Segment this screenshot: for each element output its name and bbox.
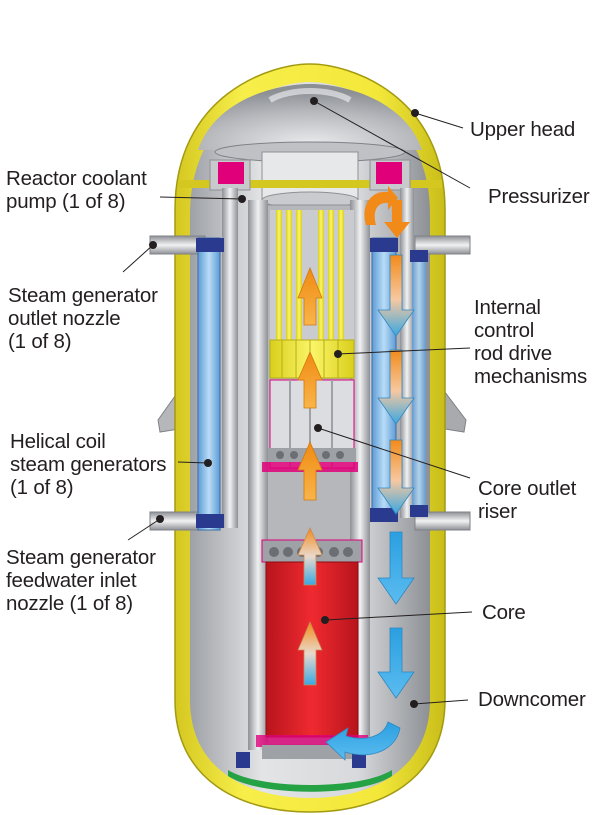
label-line: control — [474, 319, 535, 342]
label-line: Core outlet — [478, 477, 577, 500]
label-downcomer: Downcomer — [478, 688, 586, 711]
label-sg-outlet-nozzle: Steam generator outlet nozzle (1 of 8) — [8, 284, 158, 353]
label-line: outlet nozzle — [8, 307, 121, 330]
control-rod-drive-mechanisms — [269, 210, 355, 379]
pump-flow-arrows — [364, 186, 410, 238]
label-line: Steam generator — [8, 284, 158, 307]
helical-coil-sg-left — [197, 237, 221, 531]
reactor-coolant-pump-right — [376, 162, 402, 184]
label-helical-coil-sg: Helical coil steam generators (1 of 8) — [10, 430, 167, 499]
label-line: feedwater inlet — [6, 569, 137, 592]
label-line: rod drive — [474, 342, 552, 365]
label-line: (1 of 8) — [8, 330, 72, 353]
label-internal-crdm: Internal control rod drive mechanisms — [474, 296, 587, 388]
label-line: nozzle (1 of 8) — [6, 592, 133, 615]
leader-lines — [122, 100, 473, 705]
leader-dots — [149, 97, 419, 708]
pump-shaft-right — [400, 188, 414, 518]
label-line: mechanisms — [474, 365, 588, 388]
lower-plate — [228, 770, 392, 792]
label-line: Helical coil — [10, 430, 106, 453]
label-core-outlet-riser: Core outlet riser — [478, 477, 576, 523]
label-reactor-coolant-pump: Reactor coolant pump (1 of 8) — [6, 167, 147, 213]
label-line: (1 of 8) — [10, 476, 74, 499]
label-line: Steam generator — [6, 546, 156, 569]
label-sg-feedwater-inlet: Steam generator feedwater inlet nozzle (… — [6, 546, 156, 615]
reactor-coolant-pump-left — [218, 162, 244, 184]
label-line: Reactor coolant — [6, 167, 147, 190]
label-line: steam generators — [10, 453, 167, 476]
label-upper-head: Upper head — [470, 118, 576, 141]
label-core: Core — [482, 601, 526, 624]
label-line: Internal — [474, 296, 541, 319]
cold-flow-arrows — [325, 254, 415, 761]
hot-flow-arrows — [297, 266, 323, 686]
label-line: pump (1 of 8) — [6, 190, 126, 213]
pump-shaft-left — [222, 188, 238, 528]
upper-head-dome — [198, 84, 422, 150]
label-pressurizer: Pressurizer — [488, 185, 590, 208]
label-line: riser — [478, 500, 517, 523]
